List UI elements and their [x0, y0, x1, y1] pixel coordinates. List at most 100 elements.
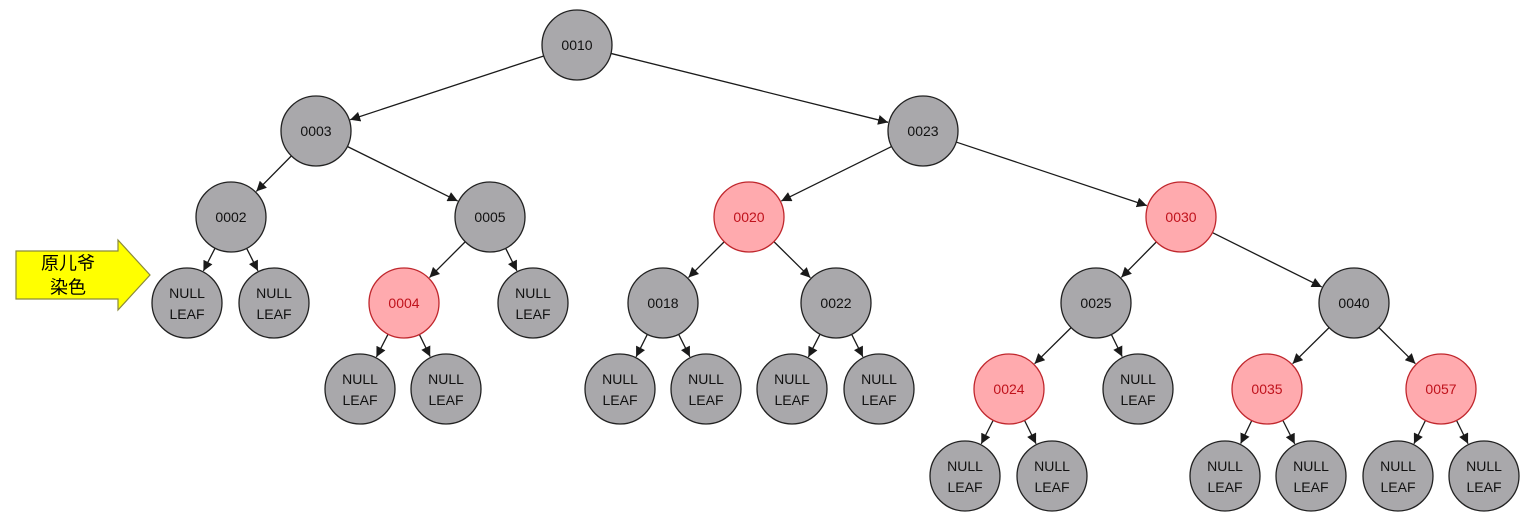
edge-n23-n30 — [955, 141, 1148, 208]
edge-n30-n25 — [1120, 241, 1157, 278]
node-label: 0010 — [561, 37, 592, 53]
node-circle — [280, 95, 352, 167]
node-label: LEAF — [861, 392, 896, 408]
null-leaf-node: NULL LEAF — [324, 353, 396, 425]
node-label: LEAF — [774, 392, 809, 408]
node-circle — [627, 267, 699, 339]
node-label: NULL — [688, 371, 724, 387]
red-node-0024: 0024 — [973, 353, 1045, 425]
edge-n35-l13 — [1240, 420, 1253, 444]
edge-n2-l2 — [246, 248, 259, 272]
node-circle — [1275, 440, 1347, 512]
edge-n40-n35 — [1292, 327, 1330, 365]
node-label: LEAF — [256, 306, 291, 322]
node-label: LEAF — [1034, 479, 1069, 495]
black-node-0023: 0023 — [887, 95, 959, 167]
node-label: LEAF — [1207, 479, 1242, 495]
null-leaf-node: NULL LEAF — [1362, 440, 1434, 512]
tree-edges — [202, 52, 1469, 445]
node-label: LEAF — [342, 392, 377, 408]
node-circle — [670, 353, 742, 425]
edge-n4-l4 — [375, 333, 389, 358]
node-circle — [195, 181, 267, 253]
node-label: 0005 — [474, 209, 505, 225]
node-label: NULL — [1034, 458, 1070, 474]
node-label: NULL — [861, 371, 897, 387]
edge-n24-l12 — [1023, 420, 1037, 445]
recolor-callout-arrow: 原儿爷 染色 — [15, 238, 151, 312]
red-node-0030: 0030 — [1145, 181, 1217, 253]
node-label: 0057 — [1425, 381, 1456, 397]
edge-n5-n4 — [428, 241, 466, 279]
edge-n18-l7 — [678, 334, 691, 358]
edge-n20-n18 — [687, 241, 725, 279]
node-label: 0024 — [993, 381, 1024, 397]
node-label: NULL — [1466, 458, 1502, 474]
node-label: NULL — [1293, 458, 1329, 474]
node-label: NULL — [342, 371, 378, 387]
node-label: NULL — [428, 371, 464, 387]
black-node-0010: 0010 — [541, 9, 613, 81]
node-label: NULL — [1380, 458, 1416, 474]
node-circle — [713, 181, 785, 253]
node-label: 0023 — [907, 123, 938, 139]
black-node-0002: 0002 — [195, 181, 267, 253]
node-label: NULL — [515, 285, 551, 301]
node-label: 0025 — [1080, 295, 1111, 311]
node-circle — [238, 267, 310, 339]
null-leaf-node: NULL LEAF — [1448, 440, 1520, 512]
black-node-0040: 0040 — [1318, 267, 1390, 339]
edge-n4-l5 — [418, 334, 431, 357]
node-circle — [1060, 267, 1132, 339]
node-label: LEAF — [1380, 479, 1415, 495]
node-circle — [454, 181, 526, 253]
node-label: LEAF — [947, 479, 982, 495]
edge-n22-l9 — [851, 334, 864, 358]
edge-n23-n20 — [780, 145, 892, 202]
node-circle — [368, 267, 440, 339]
node-circle — [584, 353, 656, 425]
node-circle — [1145, 181, 1217, 253]
node-circle — [843, 353, 915, 425]
node-label: LEAF — [1120, 392, 1155, 408]
null-leaf-node: NULL LEAF — [843, 353, 915, 425]
red-node-0004: 0004 — [368, 267, 440, 339]
black-node-0025: 0025 — [1060, 267, 1132, 339]
black-node-0022: 0022 — [800, 267, 872, 339]
node-label: 0002 — [215, 209, 246, 225]
edge-n40-n57 — [1378, 327, 1416, 365]
edge-n18-l6 — [635, 334, 648, 358]
red-node-0035: 0035 — [1231, 353, 1303, 425]
node-circle — [1318, 267, 1390, 339]
node-circle — [1448, 440, 1520, 512]
node-circle — [1362, 440, 1434, 512]
callout-line-2: 染色 — [50, 278, 86, 299]
red-node-0020: 0020 — [713, 181, 785, 253]
null-leaf-node: NULL LEAF — [929, 440, 1001, 512]
node-label: NULL — [947, 458, 983, 474]
null-leaf-node: NULL LEAF — [1016, 440, 1088, 512]
node-circle — [1016, 440, 1088, 512]
edge-n25-n24 — [1034, 327, 1072, 365]
edge-n57-l15 — [1413, 420, 1427, 445]
edge-n2-l1 — [202, 247, 216, 272]
node-circle — [497, 267, 569, 339]
node-label: 0030 — [1165, 209, 1196, 225]
node-circle — [410, 353, 482, 425]
node-label: 0022 — [820, 295, 851, 311]
edge-n3-n2 — [255, 155, 292, 192]
node-label: LEAF — [1466, 479, 1501, 495]
edge-n3-n5 — [347, 145, 459, 202]
edge-n10-n23 — [610, 52, 889, 125]
node-circle — [1102, 353, 1174, 425]
node-circle — [151, 267, 223, 339]
node-circle — [541, 9, 613, 81]
